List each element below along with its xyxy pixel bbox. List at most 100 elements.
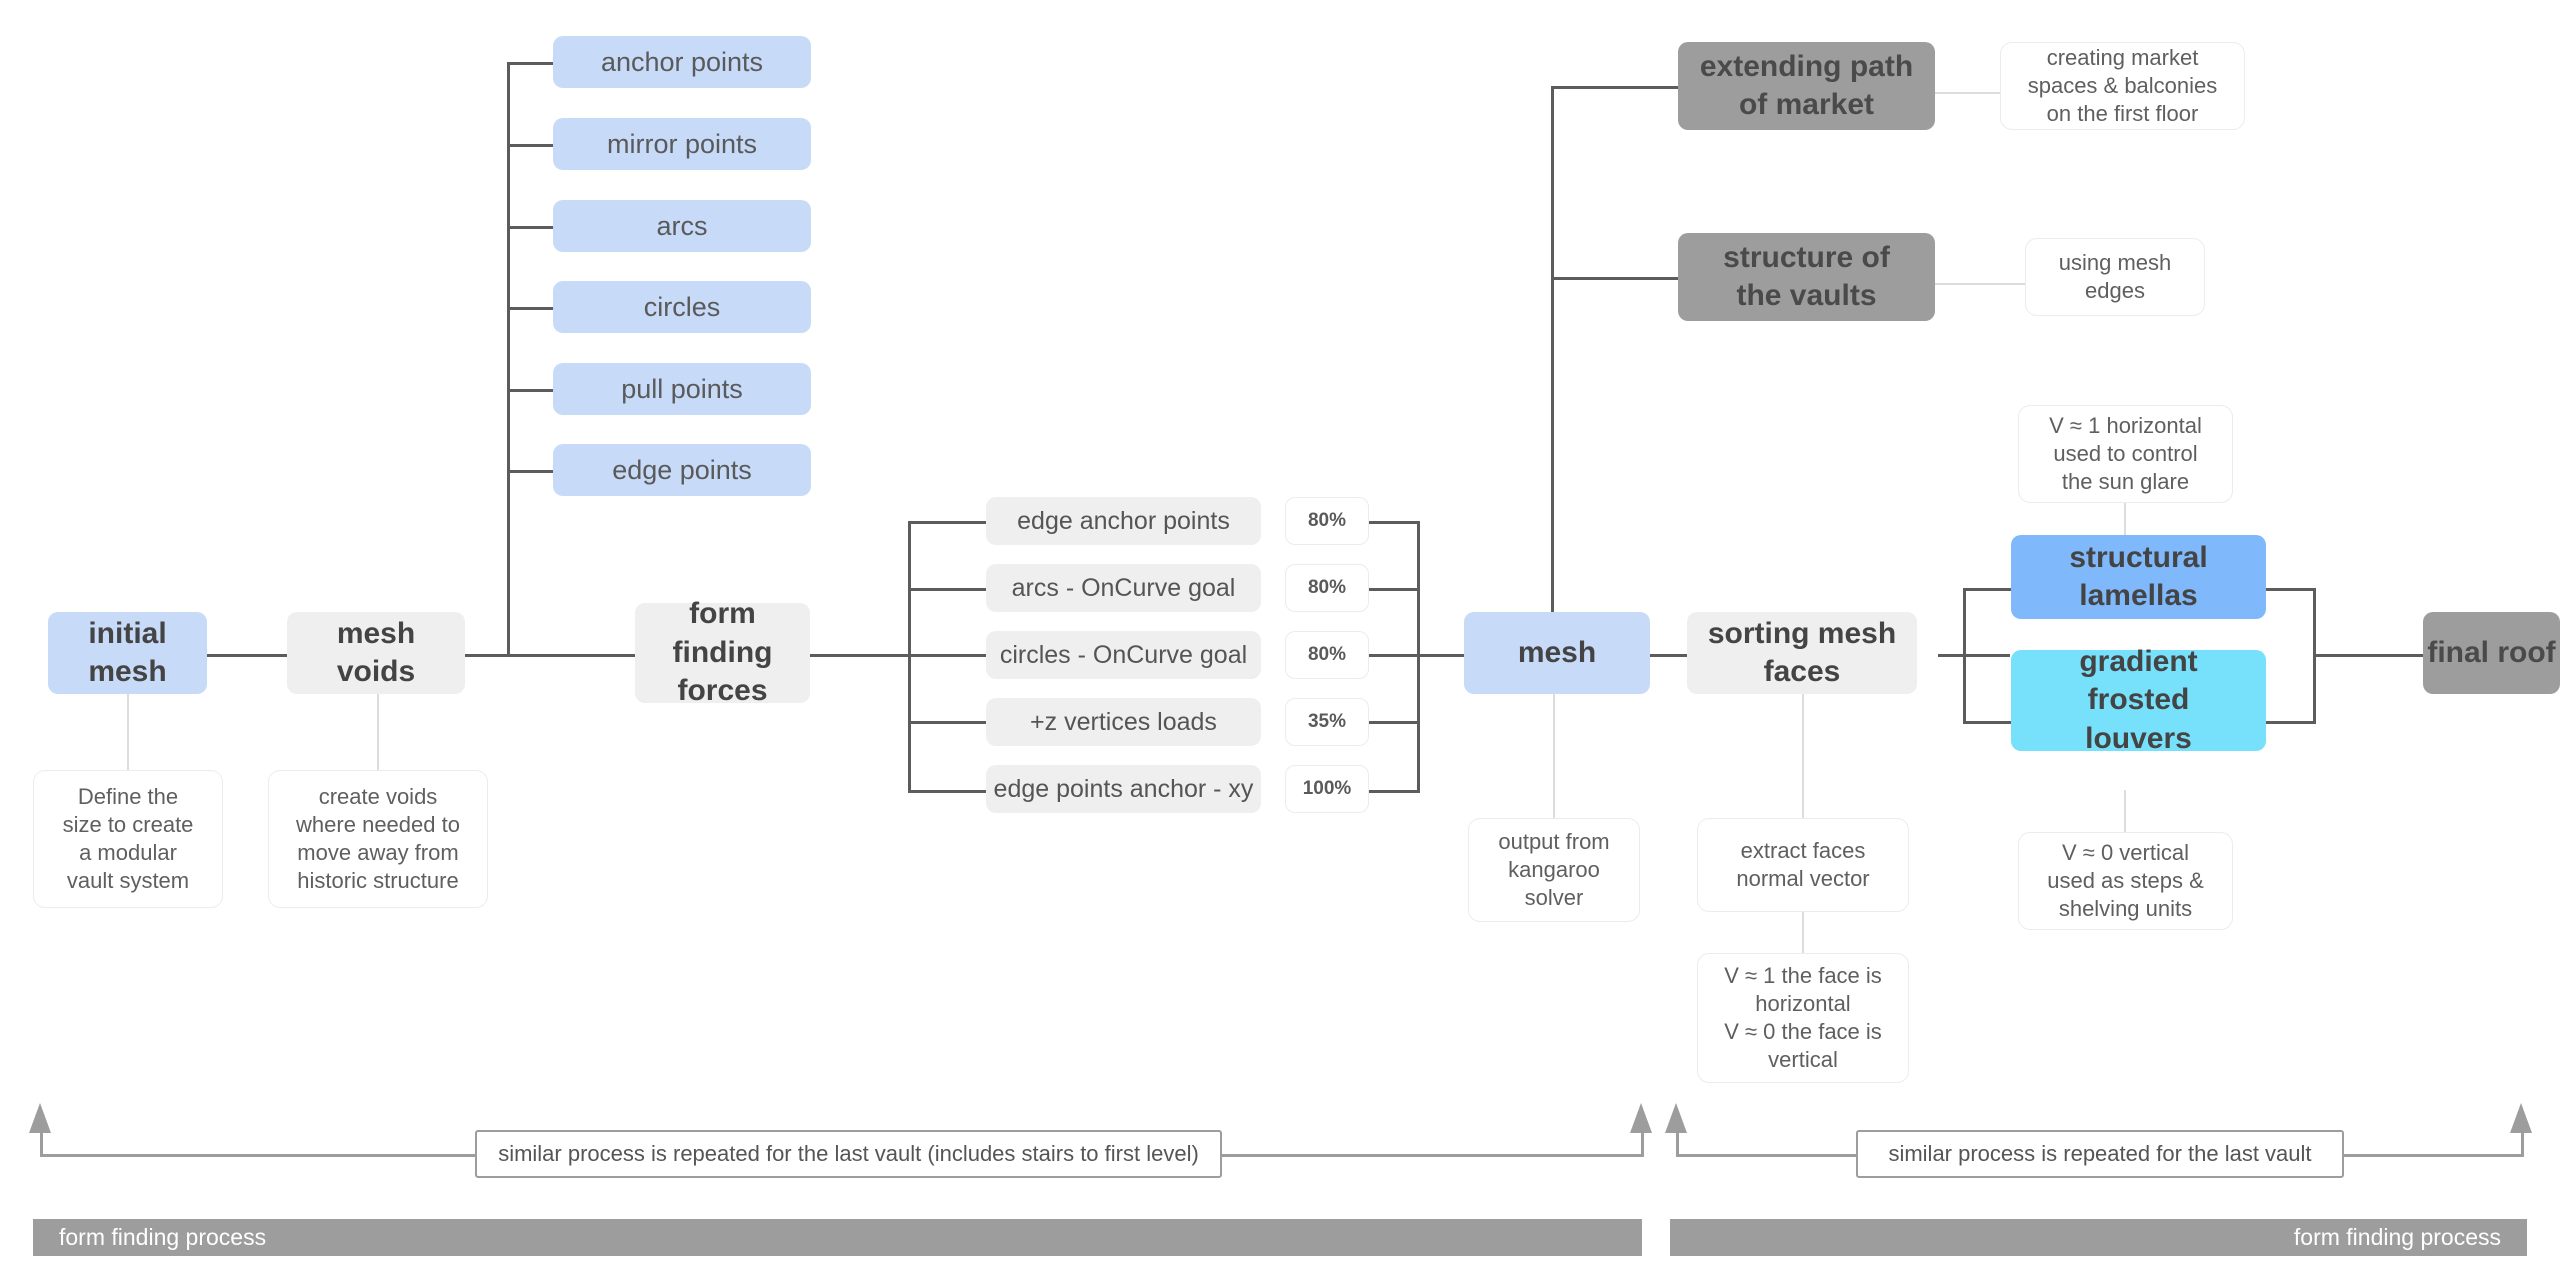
note-creating-market-spaces: creating market spaces & balconies on th… <box>2000 42 2245 130</box>
node-percent-4[interactable]: 100% <box>1285 765 1369 813</box>
connector-vaults-note <box>1935 283 2025 285</box>
footer-right-arrow-stem <box>2521 1133 2524 1157</box>
connector-mesh-to-sorting <box>1650 654 1687 657</box>
connector-left-trunk <box>507 62 510 656</box>
connector-pct-3 <box>1369 654 1464 657</box>
footer-bar-right-label: form finding process <box>2293 1223 2501 1250</box>
lamellas-line1: structural <box>2069 540 2208 574</box>
note-mesh-voids: create voids where needed to move away f… <box>268 770 488 908</box>
node-force-edge-anchor-points[interactable]: edge anchor points <box>986 497 1261 545</box>
force-label-1: arcs - OnCurve goal <box>1011 574 1236 602</box>
node-force-arcs-oncurve[interactable]: arcs - OnCurve goal <box>986 564 1261 612</box>
note-face-orientation: V ≈ 1 the face is horizontal V ≈ 0 the f… <box>1697 953 1909 1083</box>
connector-voids-note <box>377 693 379 772</box>
connector-louvers-note <box>2124 790 2126 832</box>
node-pull-points[interactable]: pull points <box>553 363 811 415</box>
force-label-0: edge anchor points <box>1017 507 1230 535</box>
node-structural-lamellas[interactable]: structural lamellas <box>2011 535 2266 619</box>
footer-right-arrow-head <box>2510 1103 2532 1133</box>
footer-left-arrow-head <box>29 1103 51 1133</box>
footer-bar-right: form finding process <box>1670 1219 2527 1256</box>
node-gradient-frosted-louvers[interactable]: gradient frosted louvers <box>2011 645 2266 755</box>
node-form-finding-line1: form <box>689 597 756 631</box>
node-arcs[interactable]: arcs <box>553 200 811 252</box>
footer-repeat-right: similar process is repeated for the last… <box>1856 1130 2344 1178</box>
percent-label-1: 80% <box>1307 576 1347 598</box>
node-structure-of-the-vaults[interactable]: structure of the vaults <box>1678 233 1935 321</box>
node-anchor-points[interactable]: anchor points <box>553 36 811 88</box>
node-pull-points-label: pull points <box>621 373 743 404</box>
connector-pct-4 <box>1369 721 1419 724</box>
node-mesh-label: mesh <box>1517 635 1597 669</box>
connector-force-5 <box>908 790 986 793</box>
node-mesh-voids[interactable]: mesh voids <box>287 612 465 694</box>
node-force-edge-points-anchor-xy[interactable]: edge points anchor - xy <box>986 765 1261 813</box>
connector-initial-note <box>127 693 129 772</box>
node-force-circles-oncurve[interactable]: circles - OnCurve goal <box>986 631 1261 679</box>
node-circles-label: circles <box>643 291 721 322</box>
node-mesh-voids-line1: mesh <box>336 616 416 650</box>
footer-repeat-left-label: similar process is repeated for the last… <box>498 1140 1199 1166</box>
note-initial-mesh: Define the size to create a modular vaul… <box>33 770 223 908</box>
percent-label-3: 35% <box>1307 710 1347 732</box>
footer-mid-arrow2-head <box>1665 1103 1687 1133</box>
node-force-z-vertices-loads[interactable]: +z vertices loads <box>986 698 1261 746</box>
node-mirror-points-label: mirror points <box>606 128 758 159</box>
node-sorting-mesh-faces[interactable]: sorting mesh faces <box>1687 612 1917 694</box>
footer-left-line-b <box>1222 1154 1644 1157</box>
percent-label-0: 80% <box>1307 509 1347 531</box>
node-percent-2[interactable]: 80% <box>1285 631 1369 679</box>
node-form-finding-line2: finding <box>672 635 773 669</box>
footer-right-line-a <box>1676 1154 1856 1157</box>
footer-mid-arrow2-stem <box>1676 1133 1679 1157</box>
connector-mesh-up-trunk <box>1551 86 1554 613</box>
note-lamellas-horizontal: V ≈ 1 horizontal used to control the sun… <box>2018 405 2233 503</box>
connector-sorting-note <box>1802 693 1804 819</box>
footer-bar-left: form finding process <box>33 1219 1642 1256</box>
node-final-roof[interactable]: final roof <box>2423 612 2560 694</box>
connector-lamellas-note <box>2124 503 2126 558</box>
force-label-2: circles - OnCurve goal <box>999 641 1248 669</box>
force-label-4: edge points anchor - xy <box>993 775 1254 803</box>
note-mesh-kangaroo: output from kangaroo solver <box>1468 818 1640 922</box>
node-initial-mesh[interactable]: initial mesh <box>48 612 207 694</box>
connector-voids-to-forces <box>465 654 635 657</box>
node-form-finding-forces[interactable]: form finding forces <box>635 597 810 707</box>
note-extract-faces-normal-vector: extract faces normal vector <box>1697 818 1909 912</box>
node-mirror-points[interactable]: mirror points <box>553 118 811 170</box>
node-percent-0[interactable]: 80% <box>1285 497 1369 545</box>
connector-sorting-out <box>1938 654 2010 657</box>
connector-sorting-note2 <box>1802 912 1804 954</box>
node-anchor-points-label: anchor points <box>600 46 764 77</box>
connector-branch-mirror <box>507 144 553 147</box>
connector-forces-out <box>810 654 910 657</box>
connector-initial-to-voids <box>207 654 287 657</box>
percent-label-4: 100% <box>1302 777 1352 799</box>
connector-to-lamellas <box>1963 588 2011 591</box>
connector-market-note <box>1935 92 2000 94</box>
louvers-line1: gradient <box>2079 644 2198 678</box>
note-louvers-vertical: V ≈ 0 vertical used as steps & shelving … <box>2018 832 2233 930</box>
force-label-3: +z vertices loads <box>1030 708 1217 736</box>
node-circles[interactable]: circles <box>553 281 811 333</box>
node-percent-1[interactable]: 80% <box>1285 564 1369 612</box>
lamellas-line2: lamellas <box>2079 579 2198 612</box>
connector-outputs-split <box>1963 588 1966 721</box>
node-mesh[interactable]: mesh <box>1464 612 1650 694</box>
connector-to-extending-path <box>1551 86 1678 89</box>
connector-to-structure-vaults <box>1551 277 1678 280</box>
node-sorting-line1: sorting mesh <box>1707 616 1897 650</box>
extending-path-line2: of market <box>1738 88 1875 121</box>
node-percent-3[interactable]: 35% <box>1285 698 1369 746</box>
connector-pct-2 <box>1369 588 1419 591</box>
footer-mid-arrow1-stem <box>1641 1133 1644 1157</box>
node-extending-path-of-market[interactable]: extending path of market <box>1678 42 1935 130</box>
percent-label-2: 80% <box>1307 643 1347 665</box>
node-edge-points-label: edge points <box>612 454 752 485</box>
connector-mesh-note <box>1553 693 1555 819</box>
extending-path-line1: extending path <box>1699 49 1914 83</box>
structure-vaults-line2: the vaults <box>1736 279 1877 312</box>
node-edge-points[interactable]: edge points <box>553 444 811 496</box>
connector-branch-circles <box>507 307 553 310</box>
